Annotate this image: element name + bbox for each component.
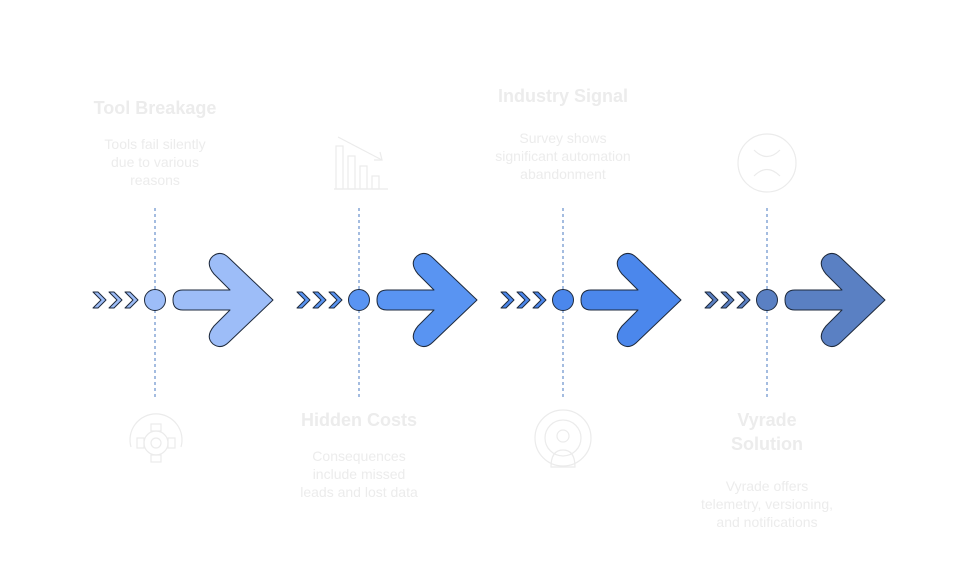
stage-3-description: Survey shows significant automation aban… xyxy=(453,129,673,183)
stage-3-node xyxy=(552,289,574,311)
stage-1-description-line: Tools fail silently xyxy=(104,136,206,152)
stage-1-node xyxy=(144,289,166,311)
stage-4-title-line: Vyrade xyxy=(737,410,797,430)
stage-1-description-line: reasons xyxy=(130,172,180,188)
stage-3-description-line: Survey shows xyxy=(519,130,607,146)
chevron xyxy=(312,291,327,309)
stage-2-chevrons xyxy=(296,291,343,309)
stage-1-chevrons xyxy=(92,291,139,309)
stage-1-title: Tool Breakage xyxy=(93,98,217,118)
gear-icon xyxy=(129,413,183,463)
stage-4-title-line: Solution xyxy=(731,434,803,454)
chevron xyxy=(736,291,751,309)
stage-2-arrow xyxy=(376,252,478,348)
chevron xyxy=(516,291,531,309)
chevron xyxy=(108,291,123,309)
stage-2-description-line: Consequences xyxy=(312,448,406,464)
stage-1-arrow xyxy=(172,252,274,348)
stage-3-title: Industry Signal xyxy=(497,86,629,106)
stage-2-description-line: leads and lost data xyxy=(300,484,418,500)
stage-4-node xyxy=(756,289,778,311)
stage-4-description-line: Vyrade offers xyxy=(725,478,809,494)
stage-4-arrow xyxy=(784,252,886,348)
stage-1-description: Tools fail silently due to various reaso… xyxy=(55,135,255,189)
x-circle-icon xyxy=(737,133,797,193)
stage-3-description-line: abandonment xyxy=(520,166,606,182)
declining-chart-icon xyxy=(334,136,388,190)
stage-4-description: Vyrade offers telemetry, versioning, and… xyxy=(657,477,877,531)
stage-4 xyxy=(704,208,886,397)
stage-2-title: Hidden Costs xyxy=(300,410,417,430)
chevron xyxy=(328,291,343,309)
stage-2-description: Consequences include missed leads and lo… xyxy=(259,447,459,501)
stage-2 xyxy=(296,208,478,397)
stage-3-description-line: significant automation xyxy=(495,148,631,164)
stage-1-description-line: due to various xyxy=(111,154,199,170)
stage-1 xyxy=(92,208,274,397)
stage-3-chevrons xyxy=(500,291,547,309)
stage-2-description-line: include missed xyxy=(312,466,406,482)
chevron xyxy=(92,291,107,309)
stage-4-title: Vyrade Solution xyxy=(667,408,867,456)
stage-2-node xyxy=(348,289,370,311)
chevron xyxy=(500,291,515,309)
chevron xyxy=(296,291,311,309)
chevron xyxy=(532,291,547,309)
chevron xyxy=(720,291,735,309)
chevron xyxy=(124,291,139,309)
stage-4-description-line: and notifications xyxy=(716,514,818,530)
chevron xyxy=(704,291,719,309)
stage-3-arrow xyxy=(580,252,682,348)
person-signal-icon xyxy=(534,409,592,468)
stage-4-chevrons xyxy=(704,291,751,309)
stage-3 xyxy=(500,208,682,397)
stage-4-description-line: telemetry, versioning, xyxy=(700,496,833,512)
